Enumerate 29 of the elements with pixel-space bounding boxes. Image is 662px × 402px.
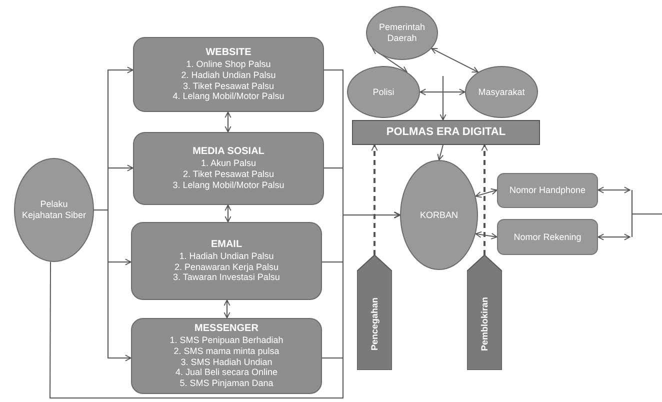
arrow xyxy=(598,186,630,194)
arrow xyxy=(322,212,400,358)
channel-box: EMAIL 1. Hadiah Undian Palsu 2. Penawaran Kerja Palsu 3. Tawaran Investasi Palsu xyxy=(131,222,322,300)
actor-circle: Polisi xyxy=(347,66,420,118)
info-box: Nomor Handphone xyxy=(497,173,598,208)
channel-box: MESSENGER 1. SMS Penipuan Berhadiah 2. SMS mama minta pulsa 3. SMS Hadiah Undian 4. Jual Beli secara Online 5. SMS Pinjaman Dana xyxy=(131,318,322,394)
arrow xyxy=(224,112,232,132)
victim-ellipse: KORBAN xyxy=(400,160,478,270)
upward-arrow-shape: Pemblokiran xyxy=(467,255,502,370)
arrow xyxy=(437,144,444,160)
channel-box: WEBSITE 1. Online Shop Palsu 2. Hadiah Undian Palsu 3. Tiket Pesawat Palsu 4. Lelang Mobil/Motor Palsu xyxy=(133,37,324,112)
arrow xyxy=(224,300,230,318)
arrow xyxy=(94,210,132,362)
info-box: Nomor Rekening xyxy=(497,219,598,255)
actor-ellipse: Pelaku Kejahatan Siber xyxy=(14,158,94,262)
arrow xyxy=(371,144,378,255)
arrow xyxy=(224,204,232,222)
actor-circle: Masyarakat xyxy=(465,66,538,118)
arrow xyxy=(420,88,466,96)
arrow xyxy=(440,76,446,120)
arrow xyxy=(475,188,498,198)
arrow xyxy=(481,144,488,255)
upward-arrow-shape: Pencegahan xyxy=(357,255,392,370)
arrow xyxy=(598,234,630,240)
title-banner: POLMAS ERA DIGITAL xyxy=(352,120,540,145)
arrow xyxy=(475,231,498,240)
actor-circle: Pemerintah Daerah xyxy=(366,6,438,60)
arrow xyxy=(431,48,479,73)
channel-box: MEDIA SOSIAL 1. Akun Palsu 2. Tiket Pesawat Palsu 3. Lelang Mobil/Motor Palsu xyxy=(133,132,324,205)
